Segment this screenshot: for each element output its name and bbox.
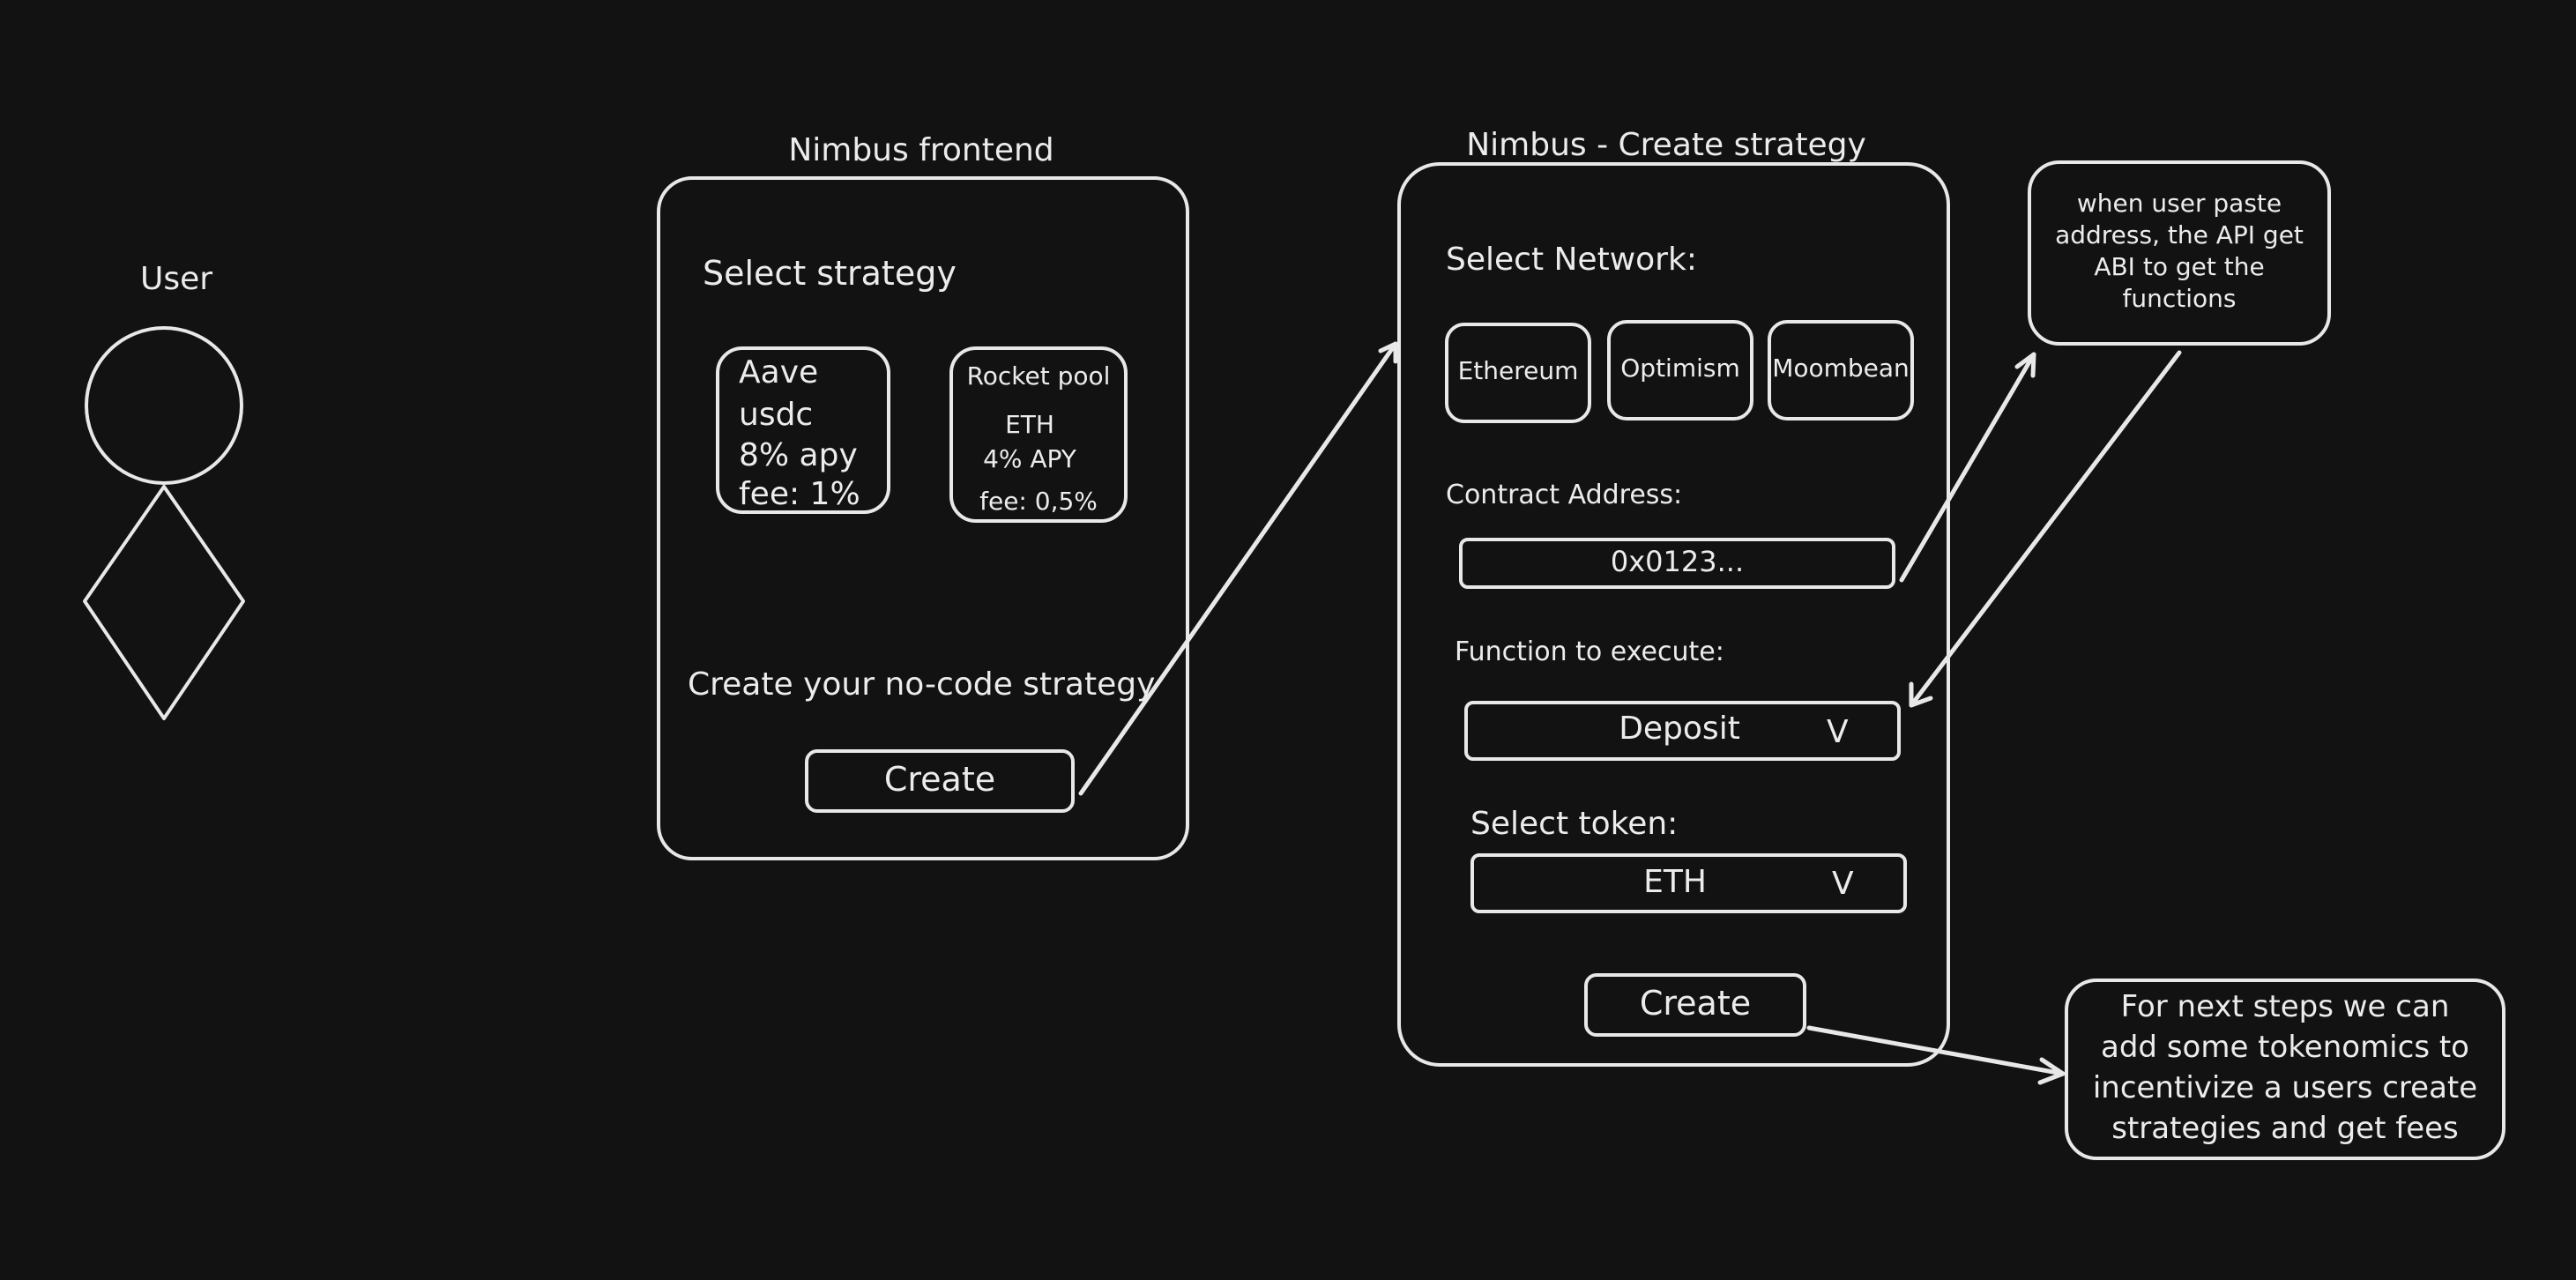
create-strategy-heading: Create your no-code strategy [688,666,1156,703]
api-note-line-4: functions [2122,284,2237,313]
next-steps-note-line-3: incentivize a users create [2092,1070,2478,1105]
function-to-execute-label: Function to execute: [1455,636,1724,667]
select-network-label: Select Network: [1446,242,1697,278]
token-select-chevron-icon: V [1832,866,1854,902]
next-steps-note-line-1: For next steps we can [2120,989,2450,1024]
arrow-frontend-to-create-strategy-head [1378,341,1398,364]
user-label: User [139,261,213,297]
frontend-create-button[interactable] [805,749,1075,813]
next-steps-note-line-2: add some tokenomics to [2101,1030,2469,1065]
next-steps-note-box [2065,979,2505,1160]
select-strategy-heading: Select strategy [703,254,957,293]
network-option-ethereum[interactable] [1445,323,1591,423]
token-select-value: ETH [1643,864,1707,900]
create-strategy-submit-button[interactable] [1584,973,1806,1037]
rocket-pool-card-fee: fee: 0,5% [979,487,1098,516]
function-select-chevron-icon: V [1827,714,1849,750]
function-select[interactable] [1464,701,1901,761]
api-note-line-2: address, the API get [2055,220,2304,249]
function-select-value: Deposit [1619,711,1740,747]
api-note-box [2028,160,2331,346]
strategy-card-aave[interactable] [716,346,890,514]
next-steps-note-line-4: strategies and get fees [2111,1111,2459,1146]
network-option-moombean-label: Moombean [1772,353,1910,383]
create-strategy-panel [1397,162,1950,1067]
rocket-pool-card-apy: 4% APY [983,444,1076,473]
contract-address-label: Contract Address: [1446,480,1683,510]
api-note-line-3: ABI to get the [2094,252,2265,281]
create-strategy-submit-label: Create [1639,984,1752,1023]
contract-address-input[interactable] [1459,538,1895,589]
network-option-ethereum-label: Ethereum [1457,356,1579,385]
contract-address-value: 0x0123... [1610,545,1745,578]
arrow-create-to-next-steps-head [2037,1057,2066,1085]
token-select[interactable] [1470,853,1907,913]
network-option-optimism[interactable] [1607,320,1753,420]
aave-card-title: Aave [739,354,819,391]
aave-card-fee: fee: 1% [739,476,860,512]
frontend-create-button-label: Create [883,760,996,799]
arrow-contract-to-api-note-head [2014,352,2036,378]
aave-card-asset: usdc [739,397,814,433]
user-figure-icon [83,326,245,720]
api-note-line-1: when user paste [2076,189,2282,218]
rocket-pool-card-asset: ETH [1005,410,1054,439]
network-option-optimism-label: Optimism [1620,353,1740,383]
aave-card-apy: 8% apy [739,437,858,473]
select-token-label: Select token: [1470,806,1679,842]
create-strategy-title: Nimbus - Create strategy [1466,127,1866,163]
arrow-api-note-to-function [1909,350,2182,708]
rocket-pool-card-title: Rocket pool [966,361,1111,391]
frontend-title: Nimbus frontend [788,132,1054,168]
